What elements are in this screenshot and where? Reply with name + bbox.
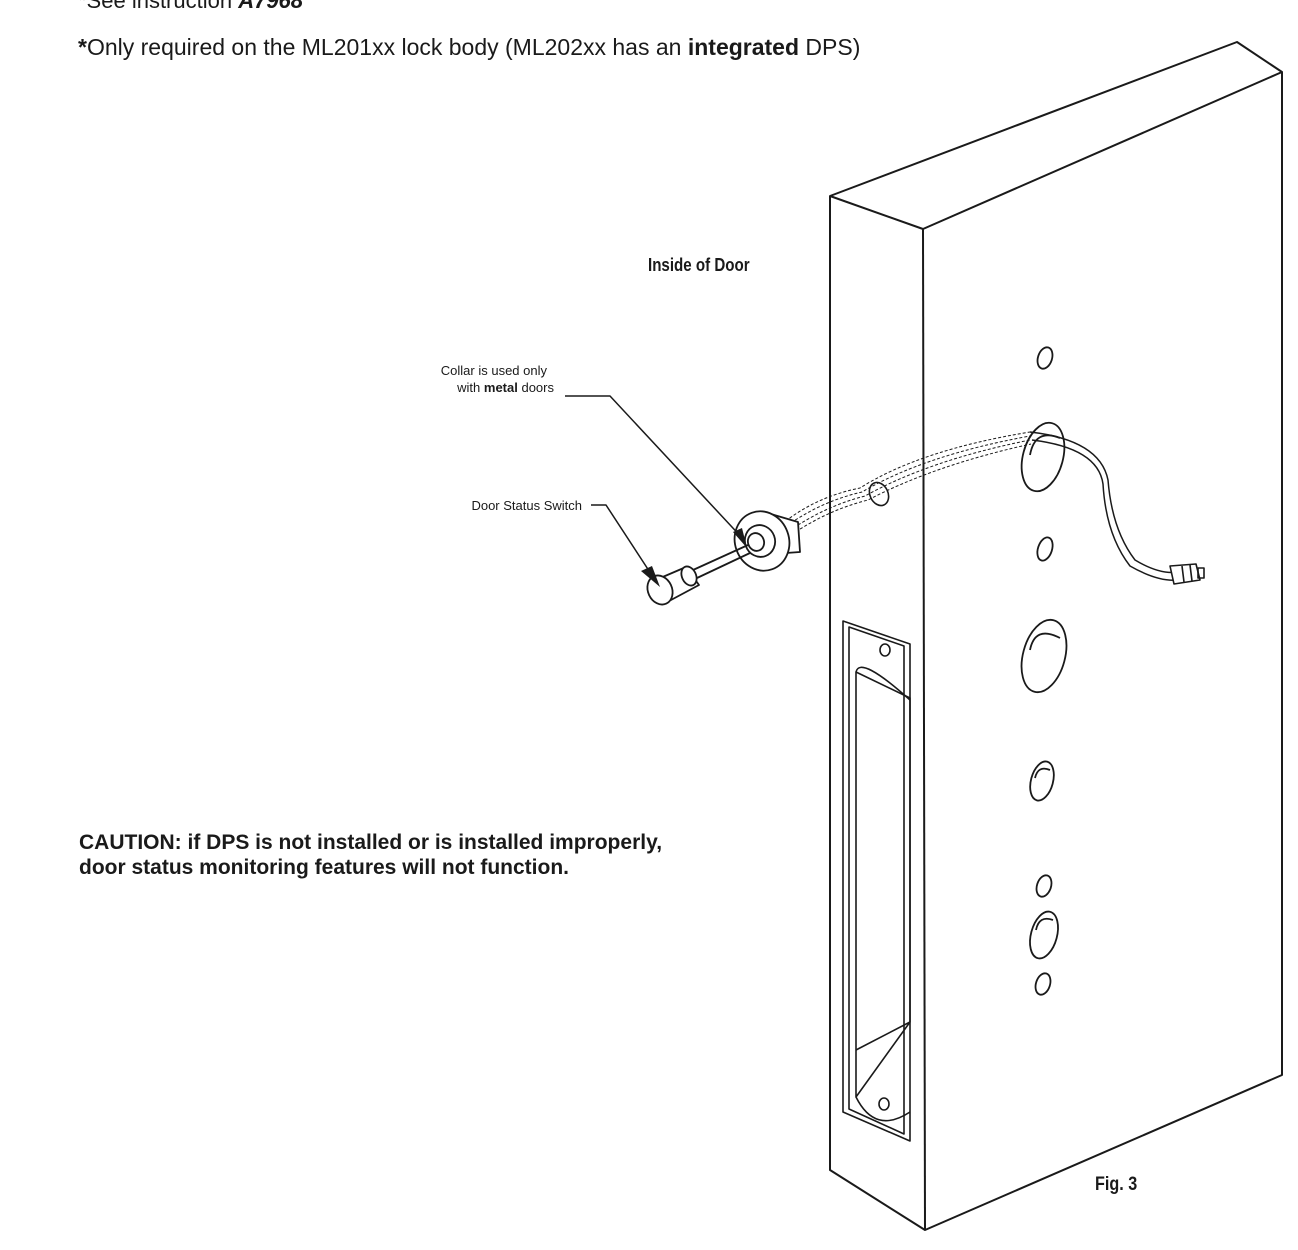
requirement-note: *Only required on the ML201xx lock body …: [78, 34, 860, 61]
note-emphasis: integrated: [687, 34, 800, 60]
collar: [733, 510, 801, 572]
door-status-switch: [646, 544, 751, 606]
collar-label-line1: Collar is used only: [440, 363, 547, 378]
instruction-reference: *See instruction A7968: [78, 0, 303, 14]
collar-label-line2: with metal doors: [457, 380, 554, 395]
instruction-ref: A7968: [238, 0, 304, 13]
collar-label-emphasis: metal: [483, 380, 518, 395]
collar-label-prefix: with: [457, 380, 484, 395]
collar-arrowhead: [733, 528, 747, 548]
figure-label: Fig. 3: [1095, 1174, 1138, 1195]
collar-leader: [565, 395, 746, 542]
caution-note: CAUTION: if DPS is not installed or is i…: [79, 830, 662, 880]
note-text-end: DPS): [799, 34, 861, 60]
wire-connector: [1169, 563, 1205, 585]
note-asterisk: *: [78, 34, 87, 60]
caution-line-1: CAUTION: if DPS is not installed or is i…: [79, 831, 663, 854]
caution-line-2: door status monitoring features will not…: [79, 856, 569, 879]
switch-arrowhead: [641, 566, 660, 587]
inside-of-door-label: Inside of Door: [648, 255, 750, 275]
door-status-switch-label: Door Status Switch: [471, 498, 582, 513]
note-text: Only required on the ML201xx lock body (…: [86, 34, 688, 60]
switch-leader: [591, 504, 656, 581]
leader-lines: [565, 395, 746, 581]
collar-label-suffix: doors: [517, 380, 554, 395]
wire-harness: [1029, 431, 1179, 581]
mortise-faceplate: [842, 620, 911, 1142]
instruction-prefix: *See instruction: [78, 0, 239, 13]
